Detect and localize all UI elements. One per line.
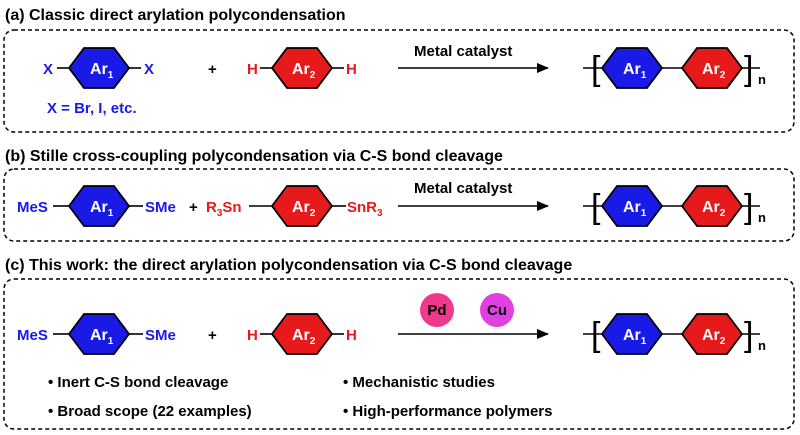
- svg-text:Ar2: Ar2: [702, 61, 726, 81]
- panel-a-right-h: H: [346, 61, 357, 78]
- panel-a-plus: +: [208, 61, 217, 78]
- pd-label: Pd: [427, 302, 446, 319]
- panel-c-right-h: H: [346, 327, 357, 344]
- panel-c-right-sme: SMe: [145, 327, 176, 344]
- panel-b-polymer: [ Ar1 Ar2 ] n: [583, 185, 766, 227]
- ar1-label: Ar1: [90, 61, 114, 81]
- panel-b-monomer-2: R3Sn Ar2 SnR3: [206, 185, 383, 227]
- cu-label: Cu: [487, 302, 507, 319]
- bullet-high-performance: • High-performance polymers: [343, 403, 552, 420]
- svg-text:Ar2: Ar2: [292, 199, 316, 219]
- panel-a-left-h: H: [247, 61, 258, 78]
- panel-b-plus: +: [189, 199, 198, 216]
- svg-text:[: [: [591, 316, 601, 354]
- panel-a-polymer: [ Ar1 Ar2 ] n: [583, 47, 766, 89]
- panel-a-right-x: X: [144, 61, 154, 78]
- svg-text:Ar2: Ar2: [292, 327, 316, 347]
- svg-text:[: [: [591, 188, 601, 226]
- svg-text:n: n: [758, 210, 766, 225]
- ar2-label: Ar2: [292, 61, 316, 81]
- panel-b-left-sme: MeS: [17, 199, 48, 216]
- bullet-inert-cs: • Inert C-S bond cleavage: [48, 374, 228, 391]
- cu-catalyst-circle: Cu: [480, 293, 514, 327]
- panel-a-title: (a) Classic direct arylation polycondens…: [5, 7, 346, 24]
- svg-text:Ar1: Ar1: [90, 327, 114, 347]
- polymer-repeat-n: n: [758, 72, 766, 87]
- panel-b-title: (b) Stille cross-coupling polycondensati…: [5, 148, 503, 165]
- panel-a-note: X = Br, I, etc.: [47, 100, 137, 117]
- svg-text:Ar1: Ar1: [90, 199, 114, 219]
- panel-b-arrow-label: Metal catalyst: [414, 180, 512, 197]
- svg-text:Ar1: Ar1: [623, 199, 647, 219]
- svg-text:Ar1: Ar1: [623, 327, 647, 347]
- panel-a-monomer-2: H Ar2 H: [247, 47, 357, 89]
- polymer-close-bracket: ]: [744, 50, 753, 88]
- pd-catalyst-circle: Pd: [420, 293, 454, 327]
- panel-c-monomer-2: H Ar2 H: [247, 313, 357, 355]
- panel-a-monomer-1: X Ar1 X X = Br, I, etc.: [43, 47, 154, 117]
- panel-b-right-sme: SMe: [145, 199, 176, 216]
- panel-a-left-x: X: [43, 61, 53, 78]
- panel-a-arrow-label: Metal catalyst: [414, 43, 512, 60]
- svg-text:n: n: [758, 338, 766, 353]
- panel-a-box: [3, 29, 795, 133]
- svg-text:Ar2: Ar2: [702, 327, 726, 347]
- panel-b-box: [3, 168, 795, 242]
- panel-c-plus: +: [208, 327, 217, 344]
- bullet-broad-scope: • Broad scope (22 examples): [48, 403, 252, 420]
- panel-b-right-snr3: SnR3: [347, 199, 383, 219]
- panel-c-box: [3, 278, 795, 430]
- svg-text:]: ]: [744, 188, 753, 226]
- panel-b-left-snr3: R3Sn: [206, 199, 242, 219]
- svg-text:Ar1: Ar1: [623, 61, 647, 81]
- bullet-mechanistic: • Mechanistic studies: [343, 374, 495, 391]
- panel-c-left-sme: MeS: [17, 327, 48, 344]
- svg-text:Ar2: Ar2: [702, 199, 726, 219]
- panel-c-monomer-1: MeS Ar1 SMe: [17, 313, 176, 355]
- panel-c-polymer: [ Ar1 Ar2 ] n: [583, 313, 766, 355]
- panel-c-title: (c) This work: the direct arylation poly…: [5, 257, 572, 274]
- svg-text:]: ]: [744, 316, 753, 354]
- polymer-open-bracket: [: [591, 50, 601, 88]
- panel-c-left-h: H: [247, 327, 258, 344]
- panel-b-monomer-1: MeS Ar1 SMe: [17, 185, 176, 227]
